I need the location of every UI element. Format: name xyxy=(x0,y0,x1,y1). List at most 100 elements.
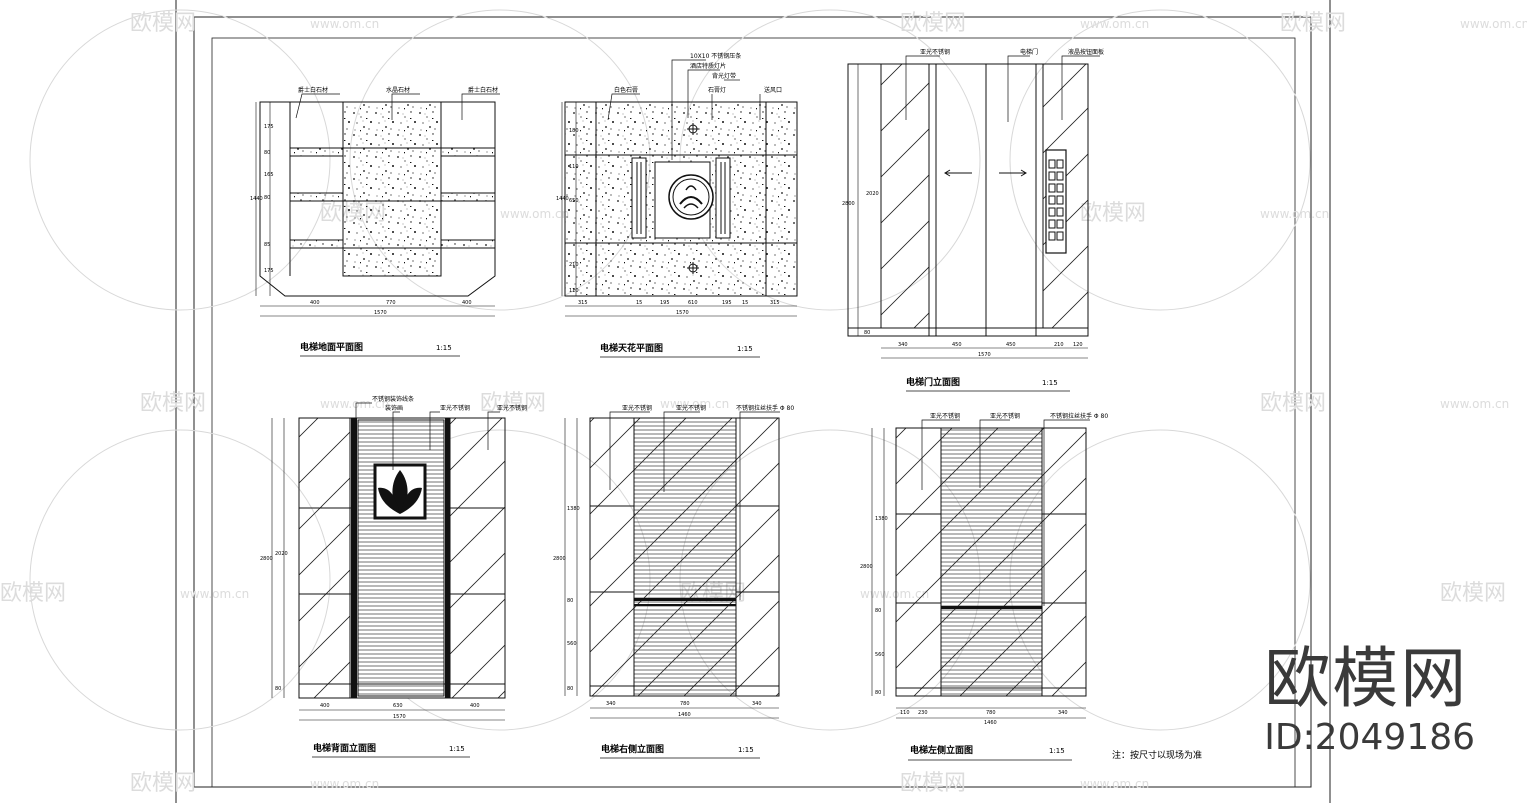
panel-button xyxy=(1048,171,1056,181)
dim-h-1: 400 xyxy=(310,300,320,306)
dim-v-total: 2800 xyxy=(260,556,273,562)
dim-h-2: 630 xyxy=(393,703,403,709)
watermark-site: www.om.cn xyxy=(500,207,569,221)
label-steel-2: 亚光不锈钢 xyxy=(676,404,706,412)
dim-v-5: 85 xyxy=(264,242,270,248)
watermark-site: www.om.cn xyxy=(1080,17,1149,31)
dim-h-total: 1570 xyxy=(393,714,406,720)
dim-v-2: 80 xyxy=(875,608,881,614)
label-lightstrip: 背光灯带 xyxy=(712,72,736,80)
dim-v-1: 180 xyxy=(569,128,579,134)
drawing-title: 电梯地面平面图 xyxy=(300,341,363,353)
dim-h-3: 780 xyxy=(986,710,996,716)
watermark-text: 欧模网 xyxy=(140,391,206,416)
dim-v-4: 80 xyxy=(875,690,881,696)
dim-v-1: 1380 xyxy=(567,506,580,512)
dim-v-1: 2020 xyxy=(866,191,879,197)
panel-button xyxy=(1048,159,1056,169)
watermark-text: 欧模网 xyxy=(900,771,966,796)
dim-v-2: 80 xyxy=(864,330,870,336)
drawing-title: 电梯左侧立面图 xyxy=(910,744,973,756)
dim-h-2: 770 xyxy=(386,300,396,306)
dim-h-1: 340 xyxy=(606,701,616,707)
watermark-text: 欧模网 xyxy=(1260,391,1326,416)
watermark-site: www.om.cn xyxy=(310,777,379,791)
dim-v-3: 560 xyxy=(875,652,885,658)
drawing-scale: 1:15 xyxy=(1042,379,1058,387)
right-elevation-labels: 亚光不锈钢 亚光不锈钢 不锈钢拉丝扶手 Φ 80 340 780 340 146… xyxy=(553,404,794,755)
label-lightpanel: 酒店特质灯片 xyxy=(690,62,726,70)
label-material-3: 爵士白石材 xyxy=(468,86,498,94)
label-handrail: 不锈钢拉丝扶手 Φ 80 xyxy=(1050,412,1108,420)
watermark-site: www.om.cn xyxy=(1260,207,1329,221)
dim-v-total: 2800 xyxy=(842,201,855,207)
dim-h-total: 1570 xyxy=(978,352,991,358)
drawing-title: 电梯背面立面图 xyxy=(313,742,376,754)
floor-plan-drawing xyxy=(255,93,500,357)
dim-h-3: 450 xyxy=(1006,342,1016,348)
dim-v-total: 2800 xyxy=(860,564,873,570)
label-material-1: 爵士白石材 xyxy=(298,86,328,94)
drawing-title: 电梯右侧立面图 xyxy=(601,743,664,755)
watermark-site: www.om.cn xyxy=(180,587,249,601)
watermark-site: www.om.cn xyxy=(1440,397,1509,411)
dim-h-1: 340 xyxy=(898,342,908,348)
label-steel-1: 亚光不锈钢 xyxy=(930,412,960,420)
floor-plan-labels: 爵士白石材 水晶石材 爵士白石材 400 770 400 1570 175 80… xyxy=(250,86,498,353)
watermark-site: www.om.cn xyxy=(320,397,389,411)
dim-h-3: 195 xyxy=(660,300,670,306)
dim-v-1: 2020 xyxy=(275,551,288,557)
panel-button xyxy=(1048,195,1056,205)
dim-v-2: 80 xyxy=(275,686,281,692)
drawing-scale: 1:15 xyxy=(436,344,452,352)
watermark-text: 欧模网 xyxy=(1280,11,1346,36)
watermark-text: 欧模网 xyxy=(900,11,966,36)
label-material-2: 水晶石材 xyxy=(386,86,410,94)
drawing-title: 电梯门立面图 xyxy=(906,376,960,388)
watermark-text: 欧模网 xyxy=(0,581,66,606)
watermark-site: www.om.cn xyxy=(1460,17,1527,31)
label-steel: 亚光不锈钢 xyxy=(920,48,950,56)
dim-v-4: 210 xyxy=(569,262,579,268)
dim-h-total: 1460 xyxy=(678,712,691,718)
dim-v-1: 1380 xyxy=(875,516,888,522)
dim-v-3: 560 xyxy=(567,641,577,647)
left-elevation-labels: 亚光不锈钢 亚光不锈钢 不锈钢拉丝扶手 Φ 80 110 230 780 340… xyxy=(860,412,1108,756)
watermark-text: 欧模网 xyxy=(1440,581,1506,606)
panel-button xyxy=(1056,171,1064,181)
label-steel-2: 亚光不锈钢 xyxy=(497,404,527,412)
dim-h-1: 315 xyxy=(578,300,588,306)
dim-v-2: 110 xyxy=(569,164,579,170)
label-steel-1: 亚光不锈钢 xyxy=(440,404,470,412)
dim-v-6: 175 xyxy=(264,268,274,274)
dim-v-3: 650 xyxy=(569,198,579,204)
dim-h-4: 610 xyxy=(688,300,698,306)
label-art: 装饰画 xyxy=(385,404,403,412)
label-trim: 10X10 不锈钢压条 xyxy=(690,52,741,60)
sheet-frame xyxy=(175,0,1331,803)
dim-h-1: 400 xyxy=(320,703,330,709)
panel-button xyxy=(1048,219,1056,229)
dim-v-2: 80 xyxy=(264,150,270,156)
dim-v-4: 80 xyxy=(264,195,270,201)
label-lamp: 石膏灯 xyxy=(708,86,726,94)
ceiling-plan-labels: 10X10 不锈钢压条 酒店特质灯片 背光灯带 白色石膏 石膏灯 送风口 315… xyxy=(556,52,782,354)
watermark-brand: 欧模网 xyxy=(1264,640,1469,717)
button-panel xyxy=(1048,159,1064,241)
dim-h-1: 110 xyxy=(900,710,910,716)
left-elevation-drawing xyxy=(871,419,1090,761)
door-elevation-drawing xyxy=(847,55,1100,392)
label-steel-1: 亚光不锈钢 xyxy=(622,404,652,412)
dim-h-5: 195 xyxy=(722,300,732,306)
dim-h-total: 1570 xyxy=(374,310,387,316)
dim-h-4: 340 xyxy=(1058,710,1068,716)
right-elevation-drawing xyxy=(564,411,780,759)
drawing-scale: 1:15 xyxy=(449,745,465,753)
watermark-site: www.om.cn xyxy=(660,397,729,411)
label-trim: 不锈钢装饰线条 xyxy=(372,395,414,403)
dim-h-3: 340 xyxy=(752,701,762,707)
panel-button xyxy=(1056,195,1064,205)
dim-h-3: 400 xyxy=(470,703,480,709)
dim-v-total: 1440 xyxy=(556,196,569,202)
